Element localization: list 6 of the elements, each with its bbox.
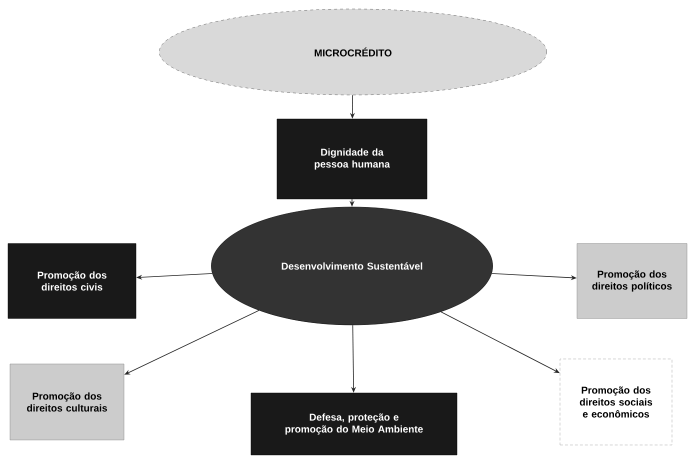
process-box: Promoção dos direitos políticos [576, 243, 688, 319]
process-box: Dignidade da pessoa humana [276, 118, 428, 200]
process-box: Promoção dos direitos civis [8, 243, 136, 319]
process-box: Promoção dos direitos culturais [10, 364, 124, 440]
process-box: Defesa, proteção e promoção do Meio Ambiente [250, 392, 458, 456]
process-box: Promoção dos direitos sociais e econômicos [560, 358, 672, 446]
